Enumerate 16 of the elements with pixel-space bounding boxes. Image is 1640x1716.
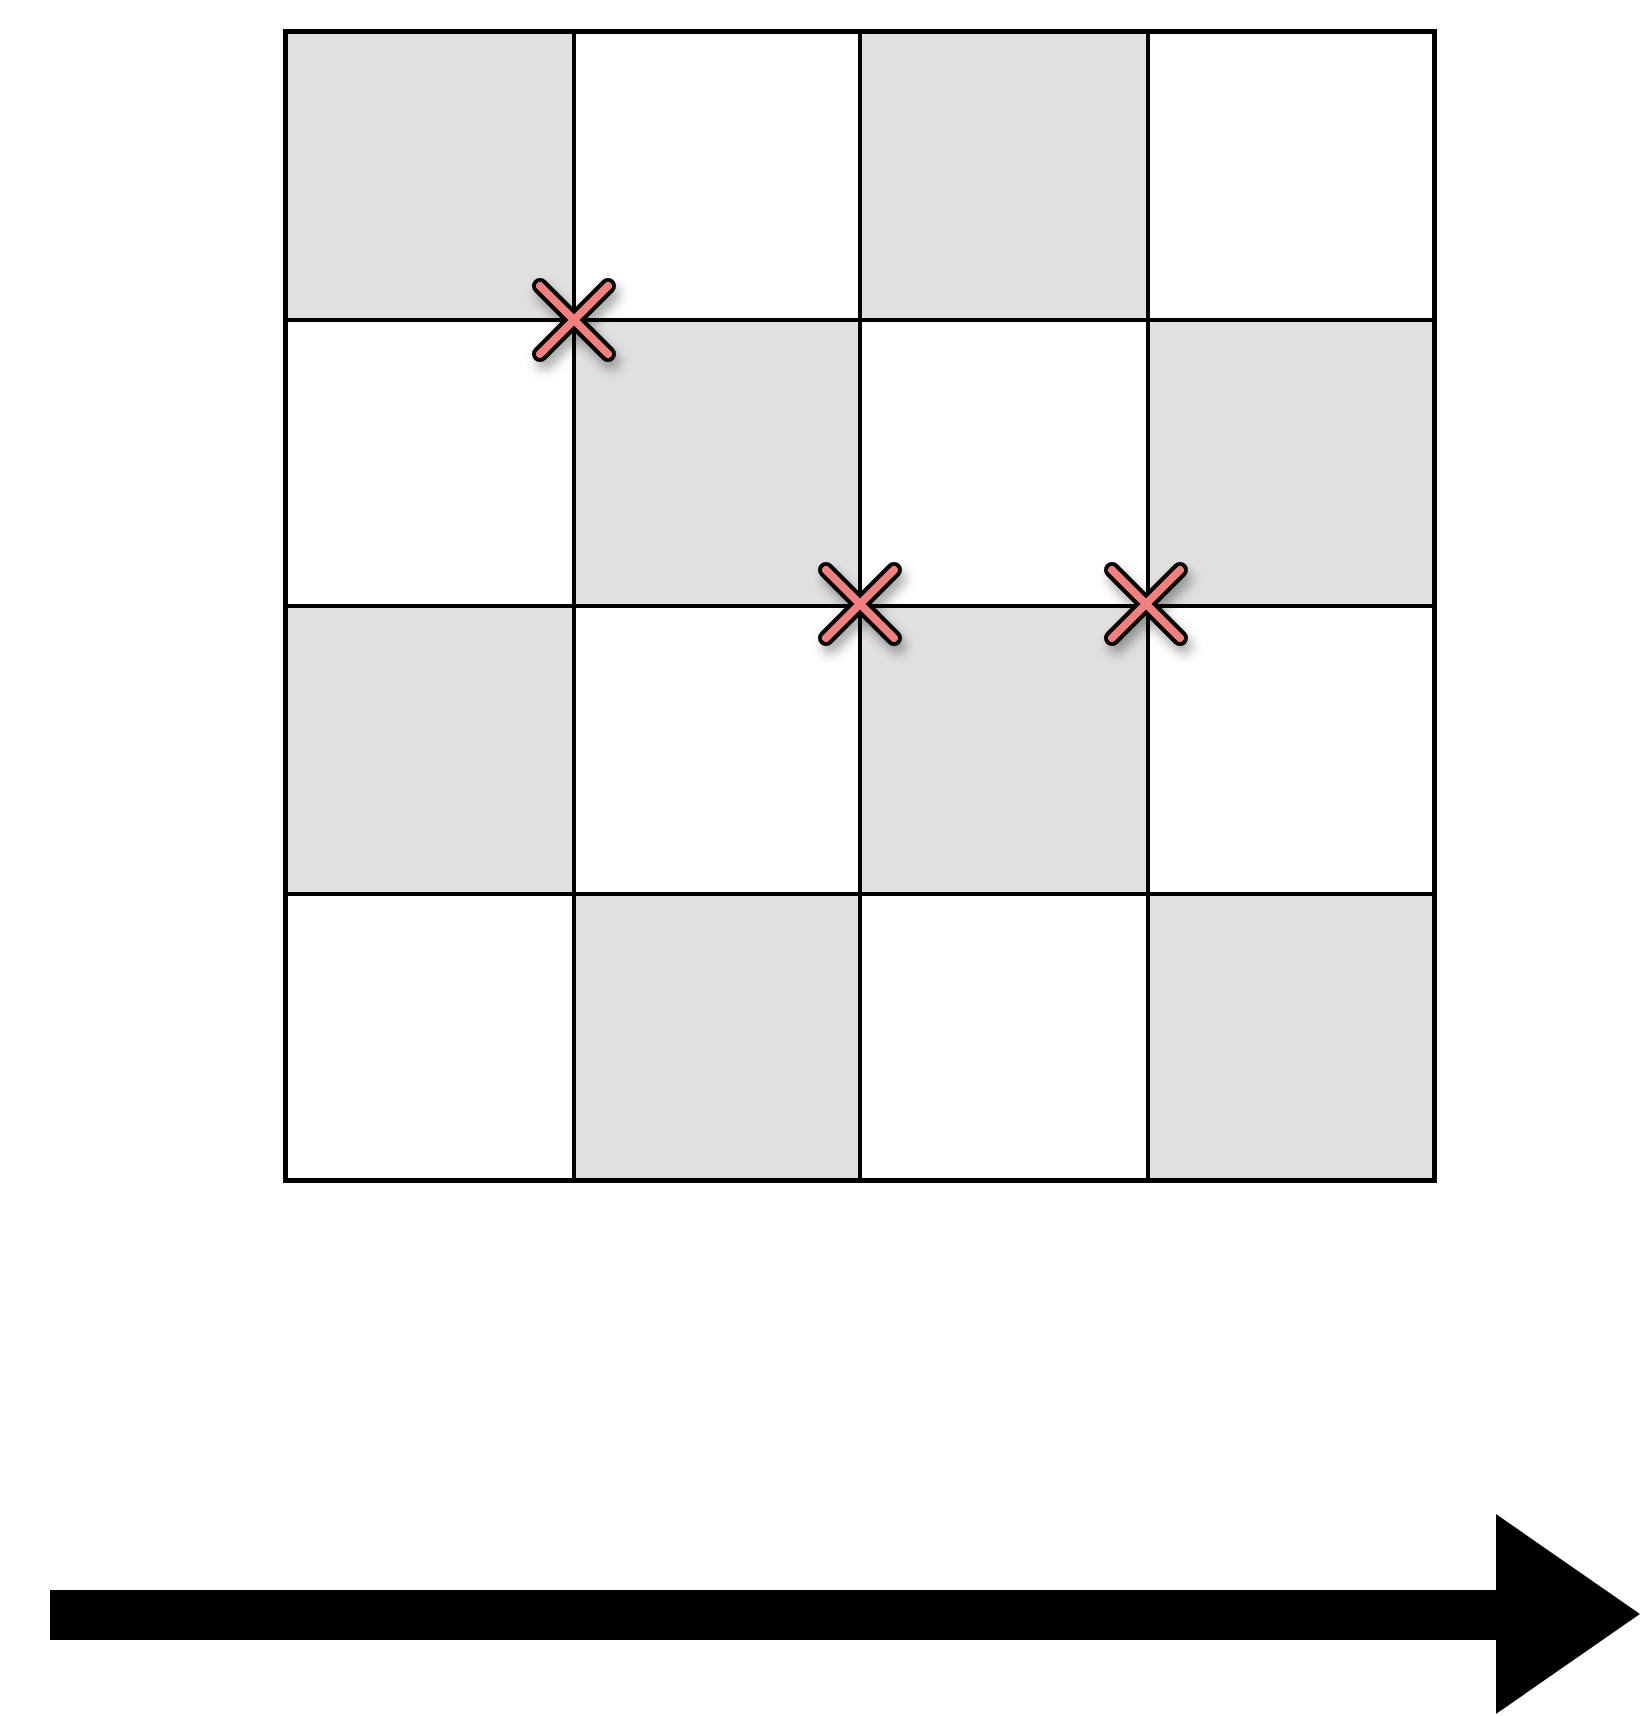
- shaded-grid-square: [860, 606, 1147, 893]
- grid-square: [286, 319, 573, 606]
- grid-square: [1147, 606, 1434, 893]
- grid-square: [860, 319, 1147, 606]
- grid-square: [573, 606, 860, 893]
- shaded-grid-square: [860, 32, 1147, 319]
- shaded-grid-square: [573, 893, 860, 1180]
- shaded-grid-square: [573, 319, 860, 606]
- grid-square: [573, 32, 860, 319]
- shaded-grid-square: [286, 606, 573, 893]
- grid-square: [286, 893, 573, 1180]
- grid-square: [860, 893, 1147, 1180]
- grid-square: [1147, 32, 1434, 319]
- shaded-grid-square: [1147, 319, 1434, 606]
- shaded-grid-square: [286, 32, 573, 319]
- shaded-grid-square: [1147, 893, 1434, 1180]
